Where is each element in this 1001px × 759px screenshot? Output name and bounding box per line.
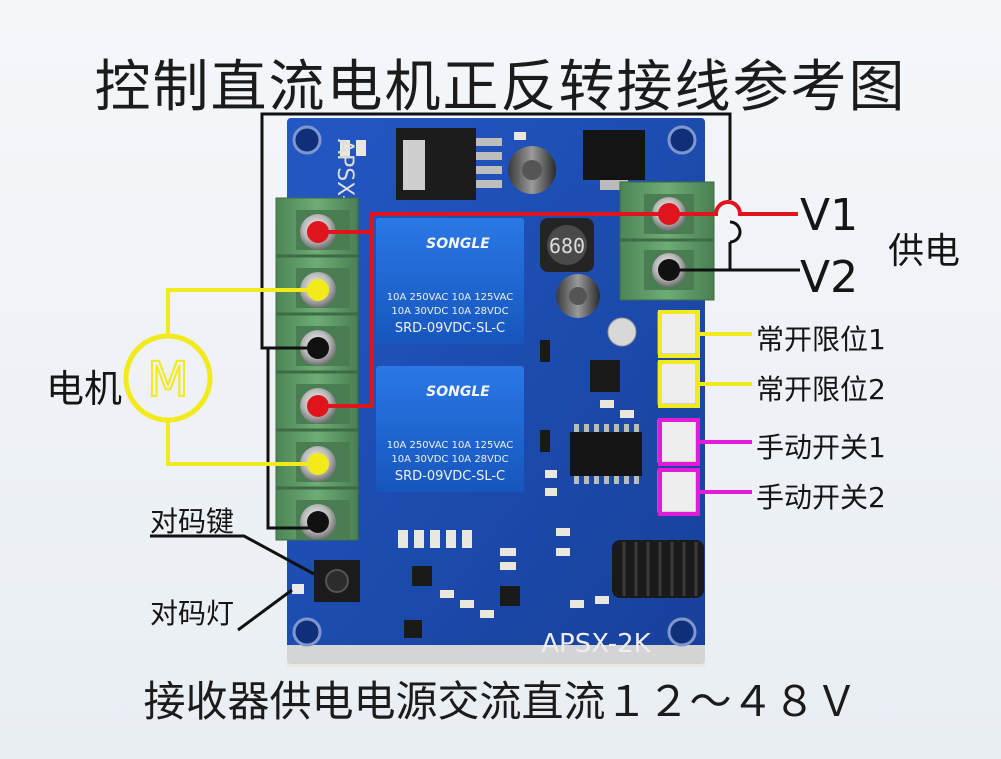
ic-chip [570, 424, 642, 484]
pair-button-component [314, 560, 360, 602]
output-terminal-block [275, 197, 359, 541]
motor-symbol: M [123, 333, 213, 423]
label-pair-button: 对码键 [150, 505, 235, 538]
relay-brand: SONGLE [426, 384, 490, 400]
relay-1: SONGLE 10A 250VAC 10A 125VAC 10A 30VDC 1… [376, 218, 524, 344]
relay-model: SRD-09VDC-SL-C [395, 469, 505, 484]
pair-button-leader [150, 534, 315, 576]
power-terminal-block [619, 181, 715, 301]
relay-rating: 10A 250VAC 10A 125VAC [387, 292, 514, 303]
inductor: 680 [540, 218, 594, 272]
board-model-label: APSX-2K [541, 629, 651, 659]
diagram-title: 控制直流电机正反转接线参考图 [94, 55, 907, 120]
red-wire [318, 200, 798, 408]
yellow-wire [166, 288, 318, 466]
label-motor: 电机 [46, 367, 123, 411]
buzzer [607, 317, 637, 347]
relay-2: SONGLE 10A 250VAC 10A 125VAC 10A 30VDC 1… [376, 366, 524, 492]
pair-led-component [292, 584, 304, 594]
smd-components [404, 340, 620, 638]
relay-rating: 10A 250VAC 10A 125VAC [387, 440, 514, 451]
inductor-label: 680 [549, 234, 585, 258]
label-manual1: 手动开关1 [756, 431, 886, 464]
motor-symbol-letter: M [147, 352, 188, 408]
label-limit1: 常开限位1 [756, 323, 886, 356]
label-v1: V1 [800, 190, 859, 241]
transistor-top [583, 130, 645, 190]
relay-model: SRD-09VDC-SL-C [395, 321, 505, 336]
black-wire [260, 112, 800, 530]
power-supply-note: 接收器供电电源交流直流１２～４８Ｖ [143, 677, 858, 726]
smd-resistors [340, 132, 634, 618]
label-manual2: 手动开关2 [756, 481, 886, 514]
label-limit2: 常开限位2 [756, 373, 886, 406]
label-power: 供电 [888, 231, 961, 272]
pair-led-leader [237, 588, 293, 632]
terminal-markers [307, 203, 680, 533]
antenna-coil [612, 540, 704, 598]
relay-brand: SONGLE [426, 236, 490, 252]
capacitor-top [508, 146, 556, 194]
relay-rating: 10A 30VDC 10A 28VDC [391, 454, 508, 465]
capacitor-mid [556, 274, 600, 318]
label-v2: V2 [800, 252, 859, 303]
label-pair-led: 对码灯 [150, 597, 235, 630]
relay-rating: 10A 30VDC 10A 28VDC [391, 306, 508, 317]
regulator-chip [396, 128, 502, 200]
